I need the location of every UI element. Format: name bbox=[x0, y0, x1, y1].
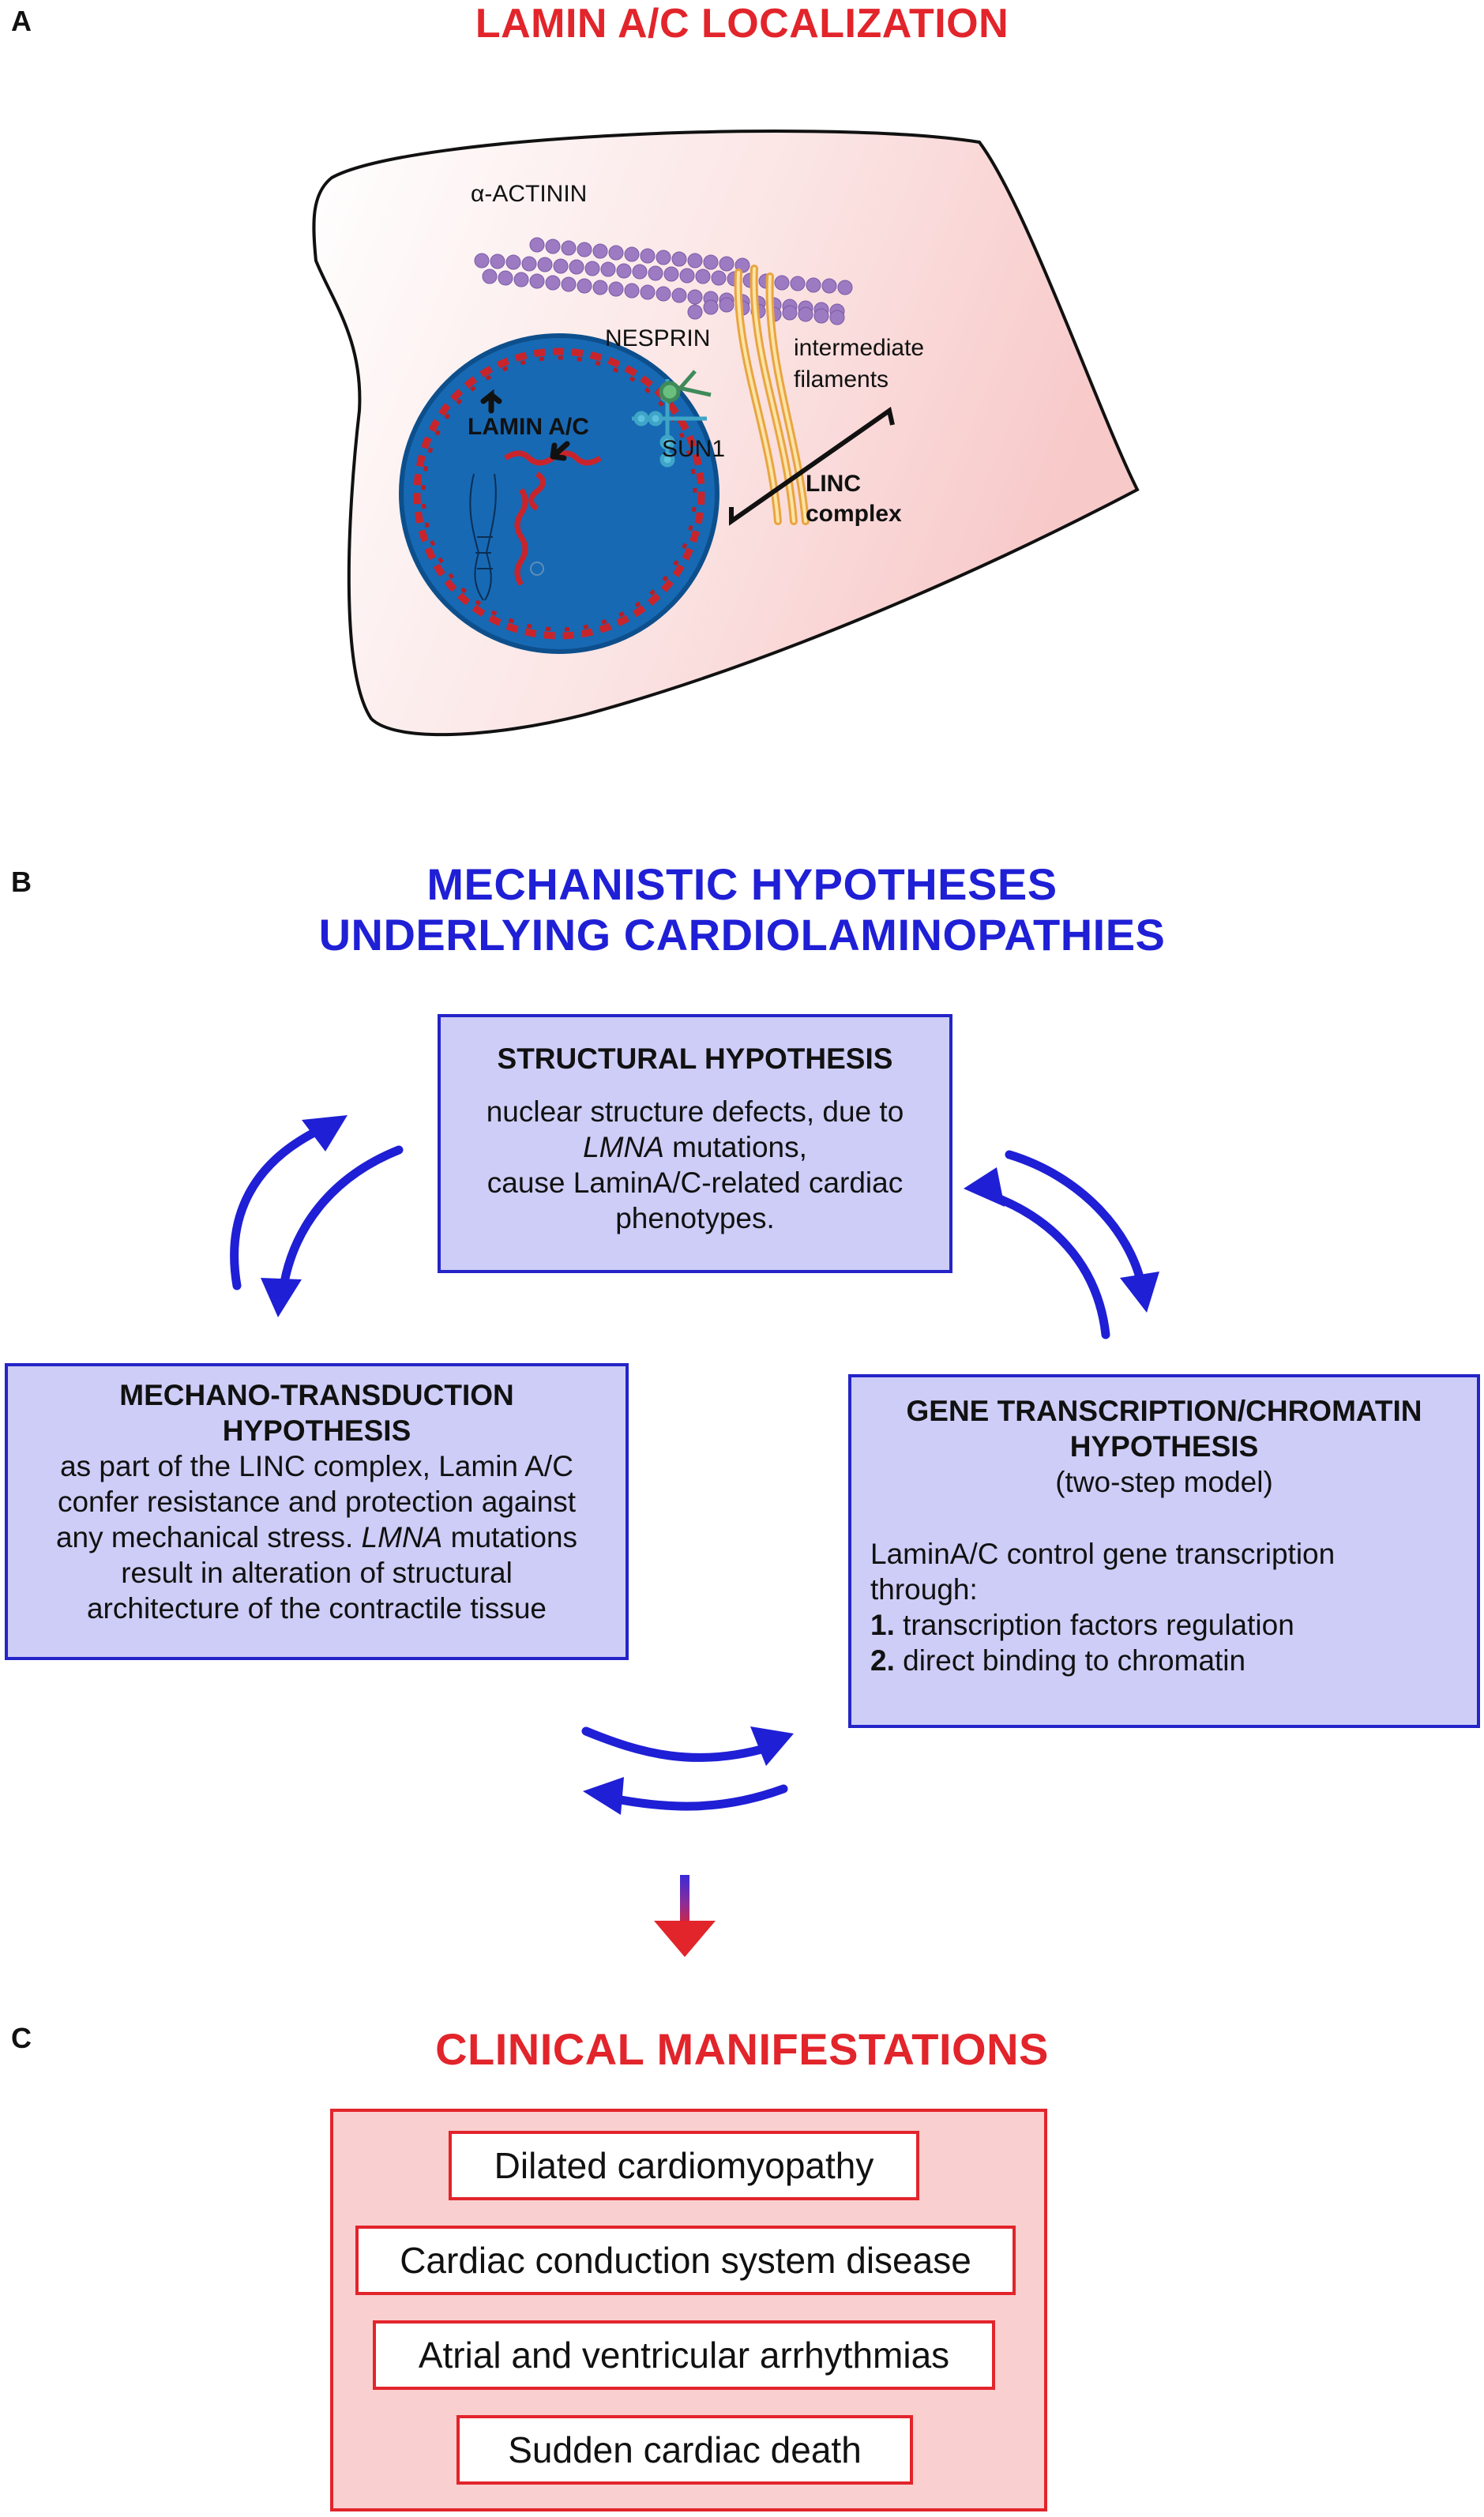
arrowhead-bottom-right-icon bbox=[750, 1726, 794, 1766]
gene-hypothesis-box: GENE TRANSCRIPTION/CHROMATIN HYPOTHESIS … bbox=[848, 1374, 1480, 1728]
label-linc-2: complex bbox=[806, 501, 902, 527]
structural-line2: LMNA mutations, bbox=[583, 1131, 807, 1163]
mechano-header-1: MECHANO-TRANSDUCTION bbox=[119, 1379, 514, 1411]
arrow-bottom-left bbox=[603, 1784, 788, 1811]
arrow-right-up bbox=[982, 1189, 1110, 1339]
arrow-bottom-right bbox=[581, 1726, 775, 1762]
label-nesprin: NESPRIN bbox=[605, 325, 710, 351]
intermediate-filaments bbox=[734, 265, 810, 525]
label-actinin: α-ACTININ bbox=[471, 181, 587, 207]
panel-c-letter: C bbox=[11, 2022, 32, 2054]
gene-header-1: GENE TRANSCRIPTION/CHROMATIN bbox=[906, 1395, 1422, 1427]
structural-header: STRUCTURAL HYPOTHESIS bbox=[497, 1042, 893, 1075]
arrowhead-left-up-icon bbox=[302, 1115, 348, 1151]
mechano-line2: confer resistance and protection against bbox=[57, 1486, 577, 1518]
down-arrow-head-icon bbox=[654, 1921, 716, 1957]
clinical-item: Atrial and ventricular arrhythmias bbox=[373, 2320, 995, 2390]
mechano-line5: architecture of the contractile tissue bbox=[86, 1592, 547, 1625]
label-linc-1: LINC bbox=[806, 471, 861, 497]
mechano-line4: result in alteration of structural bbox=[121, 1557, 513, 1589]
panel-a-letter: A bbox=[11, 5, 32, 37]
panel-b-title-line1: MECHANISTIC HYPOTHESES bbox=[426, 859, 1058, 909]
arrowhead-right-up-icon bbox=[964, 1167, 1005, 1207]
panel-b-letter: B bbox=[11, 866, 32, 898]
mechano-header-2: HYPOTHESIS bbox=[222, 1414, 411, 1447]
structural-line4: phenotypes. bbox=[615, 1202, 775, 1234]
gene-line2: through: bbox=[870, 1573, 978, 1606]
structural-line3: cause LaminA/C-related cardiac bbox=[487, 1166, 904, 1199]
arrowhead-bottom-left-icon bbox=[583, 1777, 624, 1815]
arrow-left-down bbox=[278, 1145, 404, 1296]
linc-bracket bbox=[729, 406, 895, 526]
label-intermediate-1: intermediate bbox=[794, 335, 924, 361]
label-intermediate-2: filaments bbox=[794, 366, 889, 393]
mechano-line3: any mechanical stress. LMNA mutations bbox=[55, 1521, 578, 1553]
lamin-arrow-down-icon bbox=[550, 441, 570, 461]
mechano-line1: as part of the LINC complex, Lamin A/C bbox=[60, 1450, 573, 1482]
clinical-item: Cardiac conduction system disease bbox=[355, 2226, 1016, 2295]
actinin-strands bbox=[474, 237, 853, 325]
nesprin-branch bbox=[659, 370, 712, 404]
panel-a-title: LAMIN A/C LOCALIZATION bbox=[475, 1, 1009, 47]
arrowhead-right-down-icon bbox=[1120, 1272, 1159, 1313]
label-sun1: SUN1 bbox=[662, 436, 725, 462]
gene-item-1: 1. transcription factors regulation bbox=[870, 1609, 1294, 1641]
gene-header-2: HYPOTHESIS bbox=[1069, 1430, 1259, 1463]
hypothesis-arrows bbox=[230, 1115, 1159, 1957]
gene-item-2: 2. direct binding to chromatin bbox=[870, 1644, 1246, 1677]
structural-line1: nuclear structure defects, due to bbox=[486, 1095, 904, 1128]
down-arrow-shaft bbox=[680, 1875, 689, 1930]
panel-c-title: CLINICAL MANIFESTATIONS bbox=[435, 2024, 1049, 2074]
lamin-arrow-up-icon bbox=[480, 389, 502, 414]
structural-hypothesis-box: STRUCTURAL HYPOTHESIS nuclear structure … bbox=[438, 1014, 952, 1273]
lamin-localization-illustration: α-ACTININ NESPRIN intermediate filaments… bbox=[312, 130, 1140, 737]
gene-line1: LaminA/C control gene transcription bbox=[870, 1538, 1336, 1570]
arrow-left-up bbox=[230, 1123, 329, 1290]
label-lamin: LAMIN A/C bbox=[468, 414, 589, 440]
panel-b-title-line2: UNDERLYING CARDIOLAMINOPATHIES bbox=[318, 910, 1166, 960]
arrowhead-left-down-icon bbox=[261, 1278, 302, 1317]
panel-b-title: MECHANISTIC HYPOTHESES UNDERLYING CARDIO… bbox=[0, 859, 1484, 960]
clinical-item: Dilated cardiomyopathy bbox=[449, 2131, 919, 2200]
mechano-hypothesis-box: MECHANO-TRANSDUCTION HYPOTHESIS as part … bbox=[5, 1363, 629, 1660]
clinical-item: Sudden cardiac death bbox=[456, 2415, 913, 2485]
gene-subtitle: (two-step model) bbox=[1055, 1466, 1273, 1498]
arrow-right-down bbox=[1005, 1150, 1146, 1288]
